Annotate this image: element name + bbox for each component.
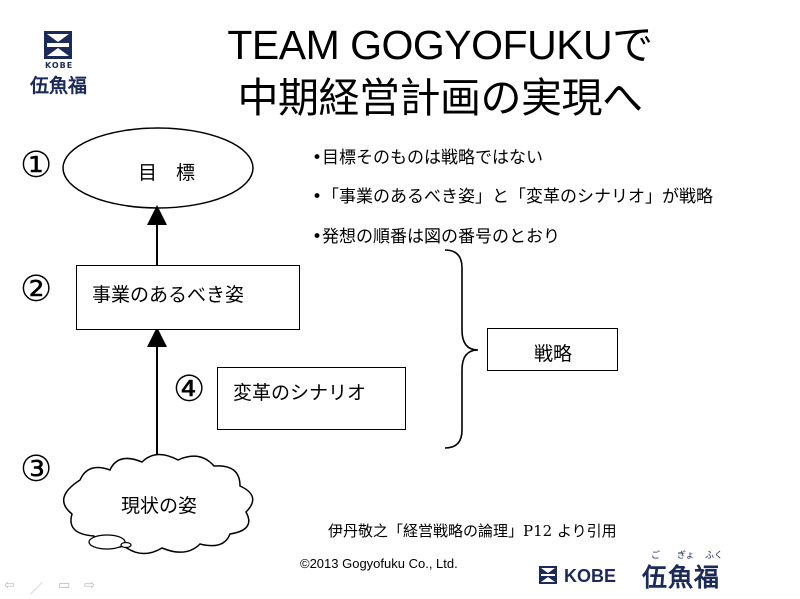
- strategy-brace: [444, 249, 479, 449]
- scenario-label: 変革のシナリオ: [233, 382, 367, 404]
- cloud-tail-small: [120, 541, 132, 549]
- pen-icon[interactable]: ／: [30, 582, 44, 597]
- logo-ruby-3: ふく: [705, 551, 724, 561]
- logo-bottom-kobe: KOBE: [564, 566, 617, 586]
- bullet-item: •「事業のあるべき姿」と「変革のシナリオ」が戦略: [312, 187, 714, 207]
- logo-kobe-small: KOBE: [45, 61, 74, 70]
- strategy-label: 戦略: [534, 343, 573, 365]
- copyright: ©2013 Gogyofuku Co., Ltd.: [300, 556, 458, 571]
- strategy-box: 戦略: [487, 328, 618, 371]
- bullet-item: •目標そのものは戦略ではない: [312, 148, 544, 168]
- menu-icon[interactable]: ▭: [58, 578, 71, 593]
- logo-bottom: KOBE ご ぎょ ふく 伍魚福: [538, 548, 738, 593]
- arrow-right-icon[interactable]: ⇨: [84, 578, 95, 593]
- step-number-4: ④: [173, 369, 206, 410]
- bullet-item: •発想の順番は図の番号のとおり: [312, 227, 561, 247]
- ideal-state-label: 事業のあるべき姿: [92, 284, 245, 306]
- logo-bottom-name: 伍魚福: [642, 563, 721, 592]
- cloud-tail-large: [88, 534, 126, 550]
- arrow-left-icon[interactable]: ⇦: [4, 578, 15, 593]
- logo-mark-small-icon: [539, 566, 557, 584]
- current-state-label: 現状の姿: [121, 495, 198, 517]
- slide-nav: ⇦ ／ ▭ ⇨: [4, 578, 104, 597]
- goal-label: 目 標: [138, 162, 196, 184]
- citation: 伊丹敬之「経営戦略の論理」P12 より引用: [328, 522, 617, 540]
- step-number-3: ③: [20, 449, 53, 490]
- ideal-state-box: 事業のあるべき姿: [76, 265, 300, 330]
- step-number-1: ①: [20, 145, 53, 186]
- step-number-2: ②: [20, 269, 53, 310]
- logo-top: KOBE 伍魚福: [30, 30, 90, 100]
- logo-ruby-1: ご: [651, 551, 661, 561]
- slide-title-line1: TEAM GOGYOFUKUで: [227, 22, 653, 68]
- logo-ruby-2: ぎょ: [677, 551, 695, 561]
- logo-name: 伍魚福: [30, 75, 88, 97]
- logo-mark-icon: [44, 31, 72, 59]
- scenario-box: 変革のシナリオ: [217, 367, 406, 430]
- slide-title-line2: 中期経営計画の実現へ: [237, 75, 644, 121]
